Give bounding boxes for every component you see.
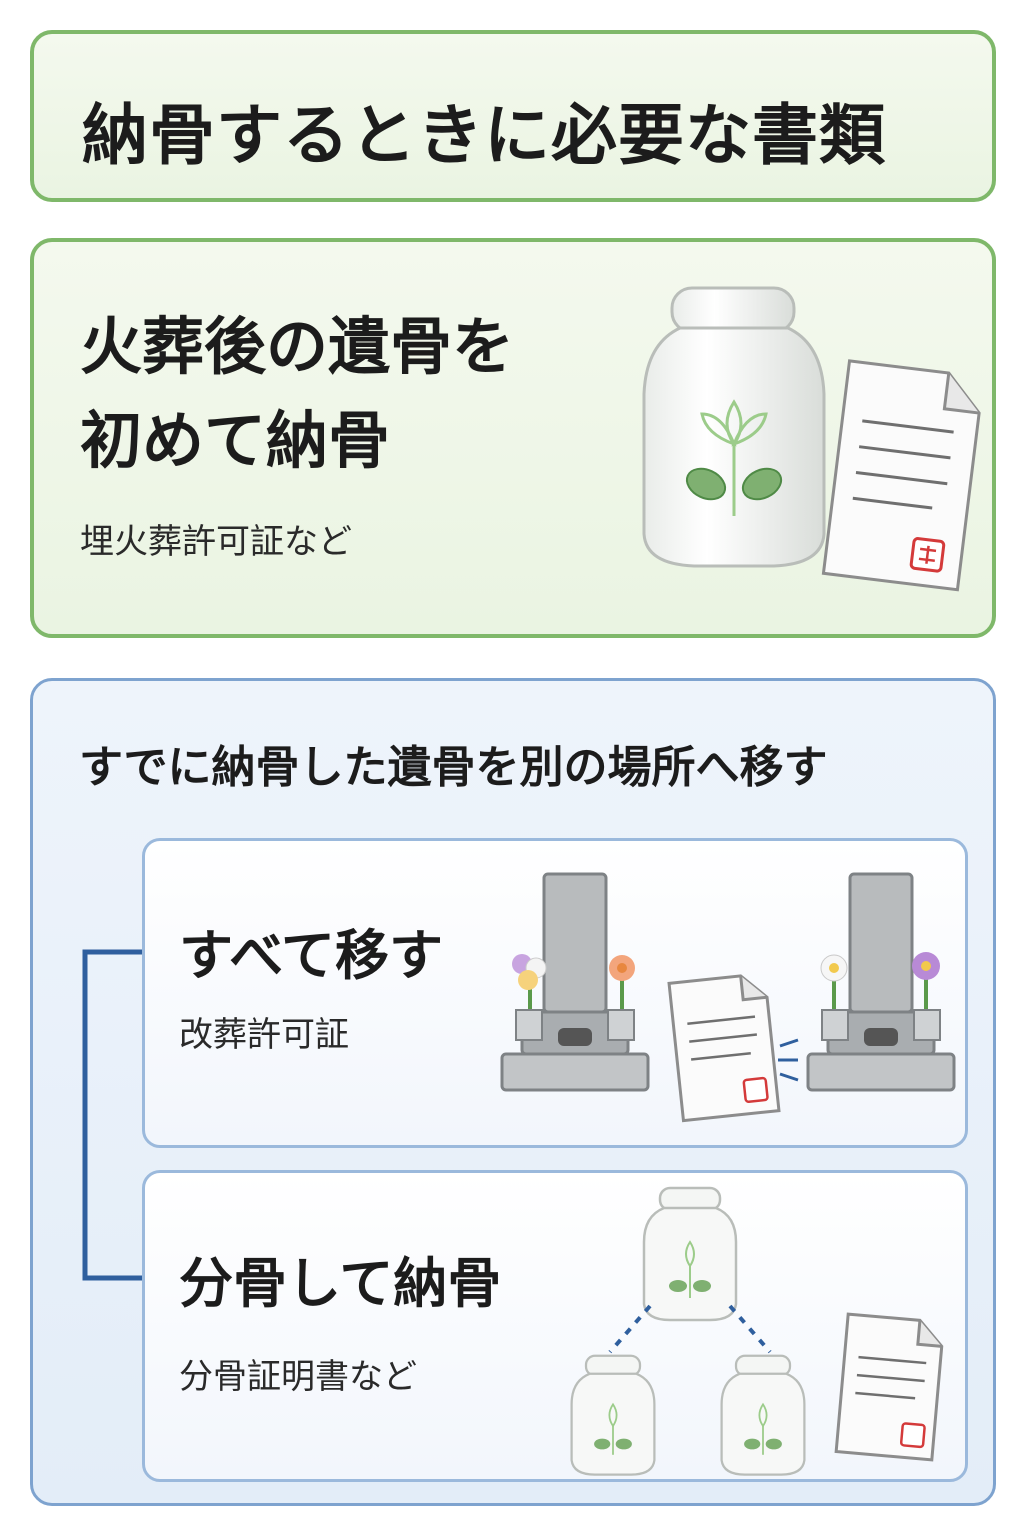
document-icon (667, 974, 781, 1123)
urn-icon (720, 1354, 806, 1476)
page-title: 納骨するときに必要な書類 (82, 97, 886, 174)
move-all-documents: 改葬許可証 (179, 1015, 349, 1055)
first-burial-heading-line2: 初めて納骨 (80, 404, 391, 477)
lotus-emblem (700, 399, 768, 516)
document-icon (821, 359, 981, 592)
split-bones-heading: 分骨して納骨 (179, 1252, 502, 1315)
first-burial-heading-line1: 火葬後の遺骨を (80, 310, 515, 383)
relocation-heading: すでに納骨した遺骨を別の場所へ移す (79, 742, 828, 793)
seal-icon (742, 1076, 769, 1103)
gravestone-icon (500, 872, 650, 1092)
urn-icon (642, 286, 826, 568)
first-burial-card: 火葬後の遺骨を 初めて納骨 埋火葬許可証など (30, 238, 996, 638)
split-bones-card: 分骨して納骨 分骨証明書など (142, 1170, 968, 1482)
flower-icon (512, 954, 635, 1018)
urn-icon (642, 1186, 738, 1322)
first-burial-documents: 埋火葬許可証など (80, 522, 352, 562)
document-icon (834, 1312, 944, 1462)
seal-icon (899, 1422, 926, 1449)
move-all-heading: すべて移す (179, 924, 444, 987)
split-bones-documents: 分骨証明書など (179, 1357, 417, 1397)
split-connector (608, 1304, 772, 1354)
title-box: 納骨するときに必要な書類 (30, 30, 996, 202)
branch-bracket (82, 949, 142, 1281)
urn-icon (570, 1354, 656, 1476)
gravestone-icon (806, 872, 956, 1092)
motion-marks (778, 1038, 799, 1082)
